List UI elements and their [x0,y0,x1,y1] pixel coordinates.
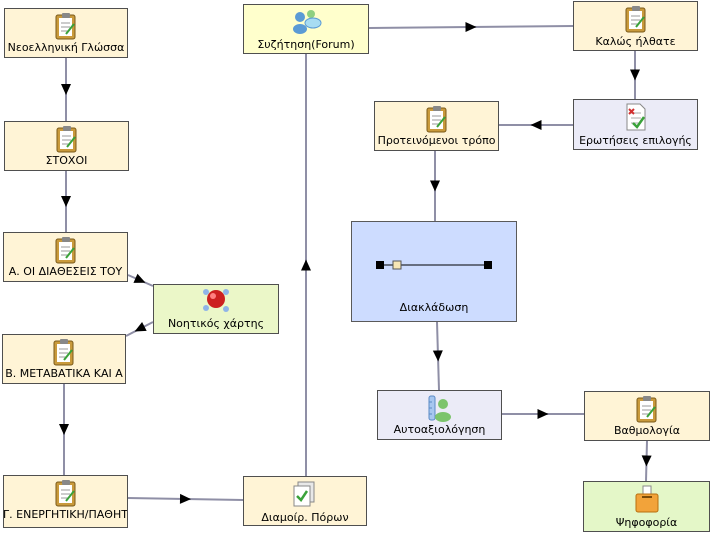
activity-erotiseis-epilogis[interactable]: Ερωτήσεις επιλογής [573,99,698,150]
arrowhead-erotiseis-to-proteinomenoi [530,120,542,130]
edges-layer [59,22,652,504]
arrowhead-diaklados-to-autoaxiologisi [432,350,443,362]
forum-icon [293,10,322,34]
activity-energitiki-pathitiki[interactable]: Γ. ΕΝΕΡΓΗΤΙΚΗ/ΠΑΘΗΤ [3,475,128,528]
activity-neoellinikh-glossa[interactable]: Νεοελληνική Γλώσσα [4,8,128,58]
node-label: Νοητικός χάρτης [167,317,265,330]
activity-metavatika[interactable]: Β. ΜΕΤΑΒΑΤΙΚΑ ΚΑΙ Α [2,334,126,384]
mindmap-icon [203,289,229,312]
activity-kalos-ilthate[interactable]: Καλώς ήλθατε [573,1,698,51]
node-label: Καλώς ήλθατε [595,35,676,48]
document-icon [55,237,75,264]
activity-psifoforia[interactable]: Ψηφοφορία [583,481,710,532]
document-icon [56,126,76,153]
arrowhead-stoxoi-to-diatheseis [61,196,71,207]
share-resources-icon [293,481,315,507]
node-label: ΣΤΟΧΟΙ [45,154,88,167]
node-label: Προτεινόμενοι τρόπο [377,134,496,147]
node-label: Συζήτηση(Forum) [257,38,355,51]
document-icon [55,13,76,40]
document-icon [636,396,657,423]
node-label: Διαμοίρ. Πόρων [261,511,349,524]
activity-vathmologia[interactable]: Βαθμολογία [584,391,710,441]
arrowhead-kalos-to-erotiseis [630,69,640,81]
node-label: Ψηφοφορία [615,516,678,529]
activity-stoxoi[interactable]: ΣΤΟΧΟΙ [4,121,129,171]
arrowhead-autoaxiologisi-to-vathmologia [537,409,549,419]
node-label: Β. ΜΕΤΑΒΑΤΙΚΑ ΚΑΙ Α [5,367,123,380]
arrowhead-diamorf-to-forum [301,259,311,271]
node-label: Αυτοαξιολόγηση [393,423,486,436]
arrowhead-proteinomenoi-to-diaklados [430,180,440,192]
arrowhead-vathmologia-to-psifoforia [641,455,652,467]
activity-diamoir-poron[interactable]: Διαμοίρ. Πόρων [243,476,367,526]
arrowhead-metavatika-to-energitiki [59,424,69,435]
node-label: Νεοελληνική Γλώσσα [7,41,125,54]
arrowhead-forum-to-kalos [465,22,477,33]
assessment-icon [428,395,451,422]
vote-icon [635,485,658,513]
activity-diaklados[interactable]: Διακλάδωση [351,221,517,322]
arrowhead-energitiki-to-diamorf [179,493,191,504]
document-icon [55,480,75,507]
quiz-icon [626,103,645,131]
activity-forum[interactable]: Συζήτηση(Forum) [243,4,369,54]
arrowhead-neoellinikh-to-stoxoi [61,84,71,95]
branch-icon [376,260,492,270]
arrowhead-diatheseis-to-noitikos [133,273,146,283]
activity-noitikos-xartis[interactable]: Νοητικός χάρτης [153,284,279,334]
activity-proteinomenoi-tropoi[interactable]: Προτεινόμενοι τρόπο [374,101,499,151]
document-icon [426,106,446,133]
node-label: Ερωτήσεις επιλογής [579,134,692,147]
node-label: Βαθμολογία [614,424,680,437]
activity-diatheseis[interactable]: Α. ΟΙ ΔΙΑΘΕΣΕΙΣ ΤΟΥ [3,232,128,282]
activity-autoaxiologisi[interactable]: Αυτοαξιολόγηση [377,390,502,440]
node-label: Α. ΟΙ ΔΙΑΘΕΣΕΙΣ ΤΟΥ [8,265,123,278]
document-icon [53,339,74,366]
document-icon [625,6,645,33]
arrowhead-noitikos-to-metavatika [134,322,147,332]
node-label: Διακλάδωση [399,301,469,314]
node-label: Γ. ΕΝΕΡΓΗΤΙΚΗ/ΠΑΘΗΤ [3,508,128,521]
